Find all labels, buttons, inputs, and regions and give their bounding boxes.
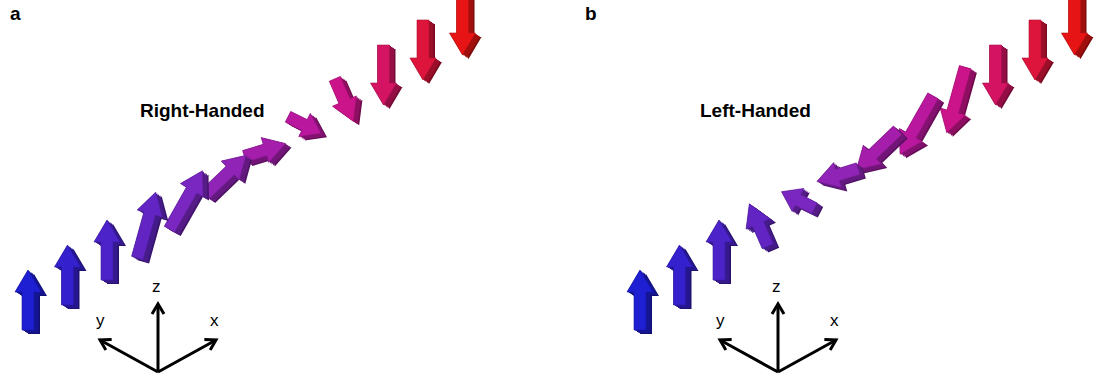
axis-head (100, 340, 112, 351)
spin-arrow (132, 192, 163, 259)
spin-arrow (329, 76, 356, 121)
axis-line (157, 304, 160, 372)
spin-arrow (817, 163, 860, 188)
spin-arrow (856, 126, 901, 170)
spin-arrow (450, 0, 476, 55)
spin-arrow (1022, 20, 1048, 80)
axis-line (778, 340, 836, 372)
spin-arrow (94, 220, 120, 280)
spin-arrow (164, 171, 203, 232)
spin-arrow (667, 245, 693, 305)
arrow-depth (782, 188, 818, 213)
arrow-depth (285, 111, 321, 136)
spin-arrow (627, 270, 653, 330)
arrow-depth (746, 204, 773, 249)
spin-arrow (1062, 0, 1088, 55)
axis-line (158, 340, 216, 372)
axis-label: x (210, 312, 219, 331)
left-handed-chain (627, 0, 1094, 334)
spin-arrow (782, 188, 818, 213)
axis-head (204, 340, 216, 351)
axis-head (824, 340, 836, 351)
right-handed-chain (15, 0, 482, 334)
spin-arrow (371, 45, 397, 105)
spin-arrow (15, 270, 41, 330)
axis-line (777, 304, 780, 372)
axis-label: y (716, 312, 725, 331)
chirality-label: Left-Handed (700, 101, 811, 122)
axis-label: x (830, 312, 839, 331)
axis-line (720, 340, 778, 372)
axis-head (772, 304, 784, 314)
spin-arrow (746, 204, 773, 249)
spin-arrow (55, 245, 81, 305)
spin-arrow (900, 93, 939, 154)
axis-label: y (96, 312, 105, 331)
spin-arrow (285, 111, 321, 136)
spin-arrow (983, 45, 1009, 105)
spin-arrow (410, 20, 436, 80)
chirality-label: Right-Handed (140, 101, 265, 122)
panel-letter: a (10, 4, 21, 25)
panel-letter: b (585, 4, 597, 25)
axis-label: z (772, 278, 781, 297)
axis-head (152, 304, 164, 314)
axis-label: z (152, 278, 161, 297)
axis-line (100, 340, 158, 372)
spin-arrow (706, 220, 732, 280)
arrow-depth (329, 76, 356, 121)
spin-arrow (940, 66, 971, 133)
axes-a (100, 304, 216, 372)
axes-b (720, 304, 836, 372)
axis-head (720, 340, 732, 351)
